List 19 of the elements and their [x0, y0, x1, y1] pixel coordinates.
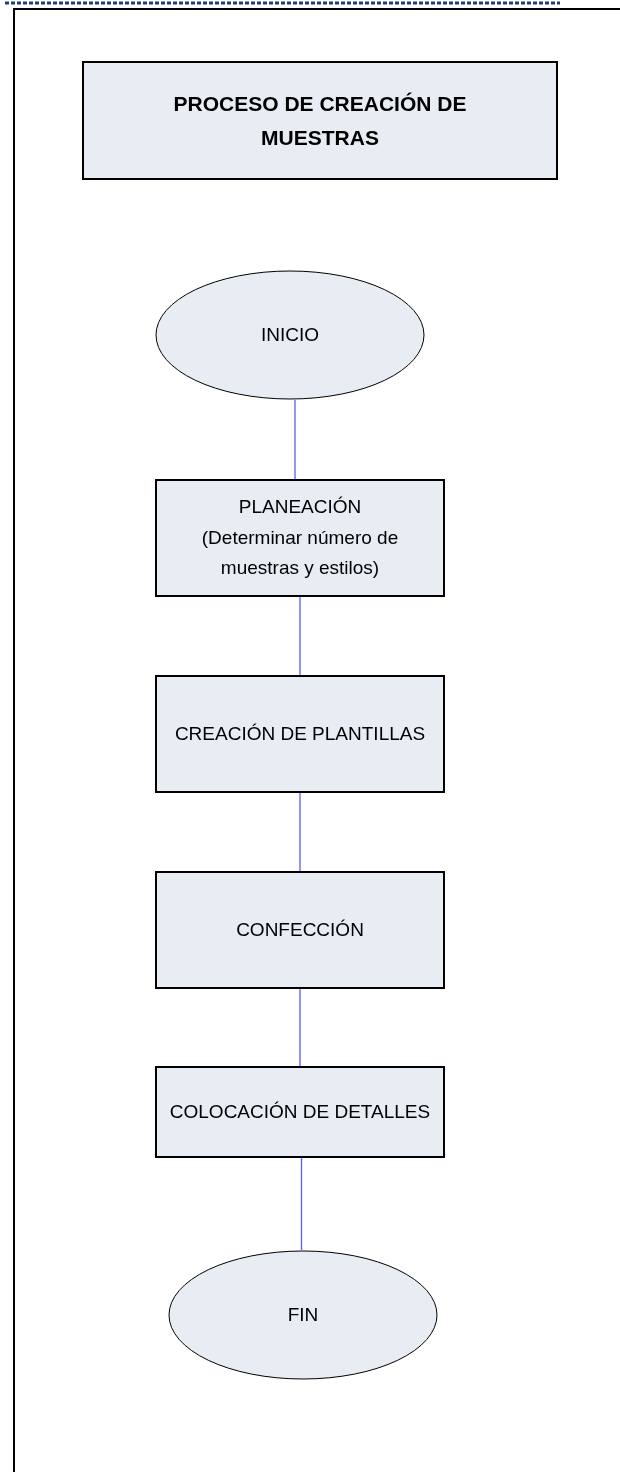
- process-box: [155, 871, 445, 989]
- connector-line: [299, 792, 301, 872]
- node-label: CREACIÓN DE PLANTILLAS: [173, 721, 427, 746]
- connector-line: [294, 399, 296, 480]
- terminal-ellipse: [155, 270, 425, 400]
- node-label: CONFECCIÓN: [235, 917, 365, 942]
- node-label: INICIO: [259, 322, 321, 347]
- connector-line: [299, 596, 301, 676]
- process-box: [155, 479, 445, 597]
- process-box: [155, 1066, 445, 1158]
- connector-line: [299, 988, 301, 1067]
- node-label: PLANEACIÓN: [237, 495, 363, 520]
- connector-line: [300, 1157, 303, 1251]
- node-label: COLOCACIÓN DE DETALLES: [168, 1099, 432, 1124]
- process-box: [155, 675, 445, 793]
- node-label: FIN: [286, 1302, 320, 1327]
- node-label: (Determinar número de muestras y estilos): [200, 525, 400, 581]
- terminal-ellipse: [168, 1250, 438, 1380]
- title-text: PROCESO DE CREACIÓN DE MUESTRAS: [172, 90, 468, 151]
